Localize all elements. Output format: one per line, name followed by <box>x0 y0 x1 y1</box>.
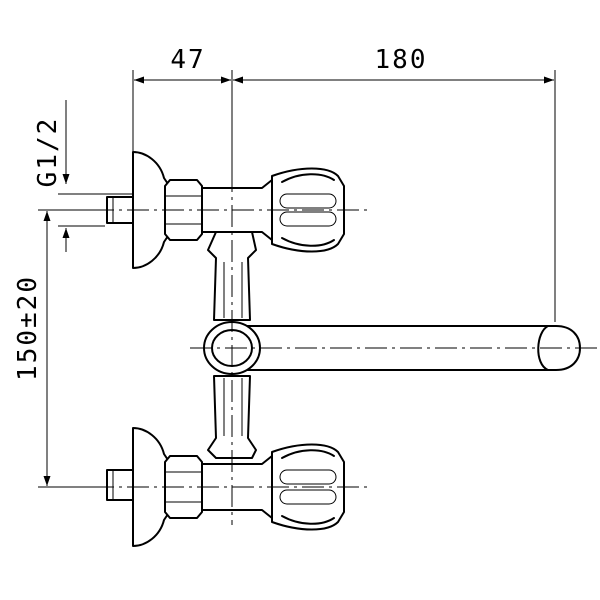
dimension-thread-label: G1/2 <box>33 117 63 188</box>
center-lines-overlay <box>92 170 372 525</box>
dimension-centers: 150±20 <box>13 209 105 488</box>
upper-wall-connection <box>106 151 273 269</box>
spout <box>190 321 598 375</box>
dimension-47: 47 <box>132 45 233 260</box>
dimension-offset-label: 47 <box>170 45 205 75</box>
dimension-spout-length-label: 180 <box>375 45 428 75</box>
dimension-centers-label: 150±20 <box>13 275 43 381</box>
dimension-thread: G1/2 <box>33 100 133 252</box>
dimension-180: 180 <box>233 45 556 322</box>
